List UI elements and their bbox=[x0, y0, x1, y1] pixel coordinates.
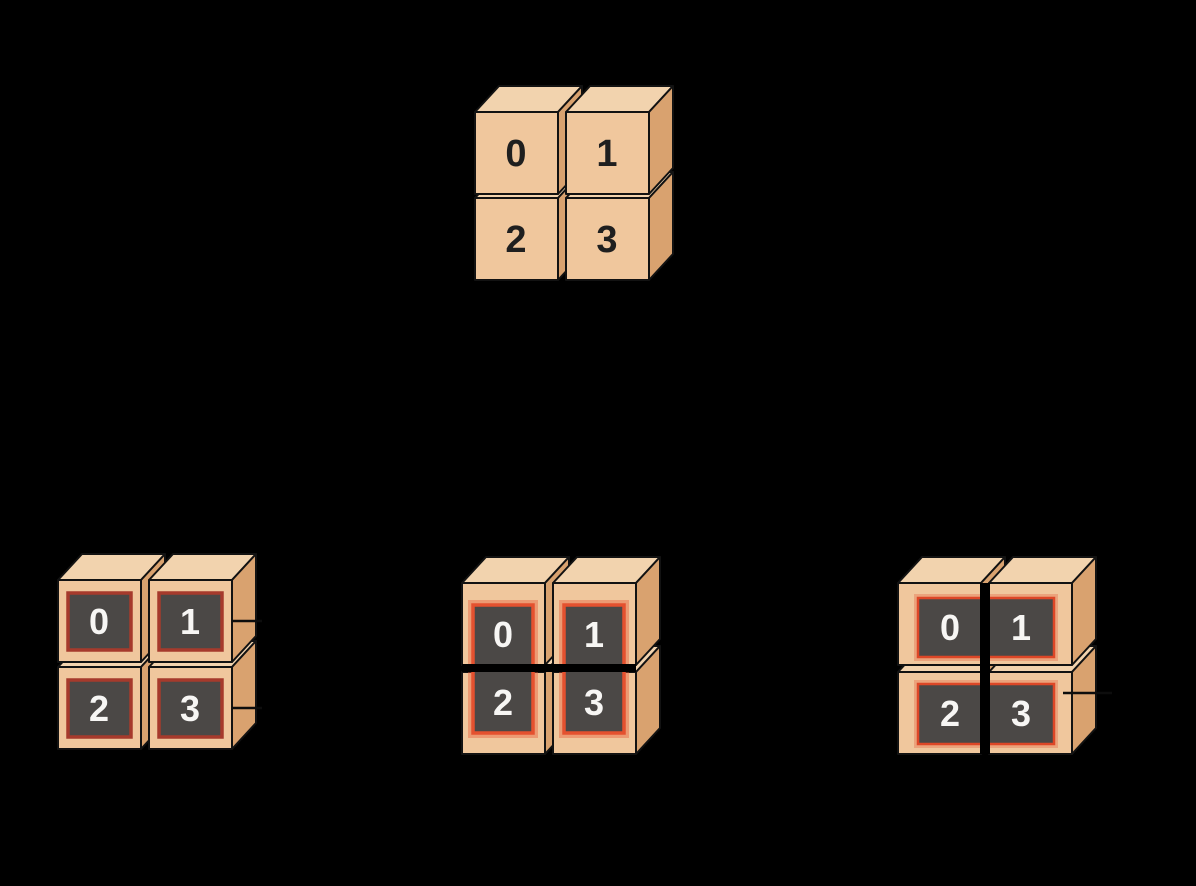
original-tensor-figure: 0 1 2 3 bbox=[474, 85, 674, 281]
box-label: 1 bbox=[1011, 607, 1031, 648]
box-label: 1 bbox=[584, 614, 604, 655]
box-label: 2 bbox=[940, 693, 960, 734]
box-label: 2 bbox=[505, 219, 526, 261]
per-row-partition-figure: 0 1 2 3 bbox=[897, 556, 1112, 755]
shard-highlight bbox=[66, 591, 133, 652]
box-front-face bbox=[565, 111, 650, 195]
box-gap-seam bbox=[462, 664, 636, 672]
box-label: 0 bbox=[505, 133, 526, 175]
box-label: 3 bbox=[180, 688, 200, 729]
box-label: 0 bbox=[89, 601, 109, 642]
box-label: 1 bbox=[596, 133, 617, 175]
box-label: 0 bbox=[940, 607, 960, 648]
shard-highlight bbox=[66, 678, 133, 739]
box-cell bbox=[565, 85, 674, 195]
box-label: 0 bbox=[493, 614, 513, 655]
box-label: 3 bbox=[1011, 693, 1031, 734]
box-gap-seam bbox=[980, 583, 990, 754]
box-label: 2 bbox=[493, 682, 513, 723]
per-column-partition-figure: 0 1 2 3 bbox=[461, 556, 661, 755]
box-front-face bbox=[474, 197, 559, 281]
box-label: 3 bbox=[596, 219, 617, 261]
shard-highlight bbox=[157, 678, 224, 739]
box-label: 1 bbox=[180, 601, 200, 642]
per-element-partition-figure: 0 1 2 3 bbox=[57, 553, 262, 750]
box-label: 3 bbox=[584, 682, 604, 723]
box-label: 2 bbox=[89, 688, 109, 729]
box-front-face bbox=[565, 197, 650, 281]
box-front-face bbox=[474, 111, 559, 195]
shard-highlight bbox=[157, 591, 224, 652]
